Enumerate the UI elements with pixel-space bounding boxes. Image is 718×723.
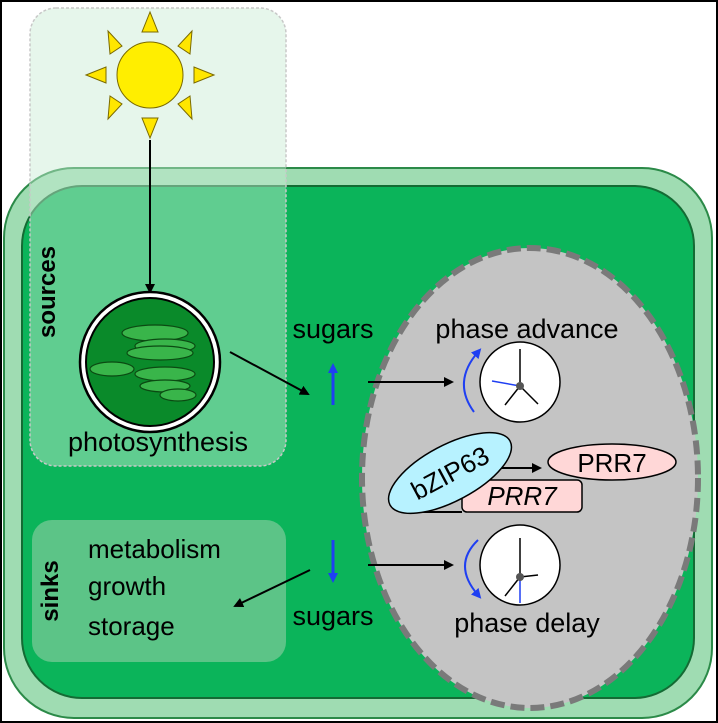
clock-icon [464, 524, 561, 606]
phase-advance-label: phase advance [435, 314, 618, 344]
sources-label: sources [34, 246, 61, 338]
sugars-to-sinks-arrow [233, 569, 311, 608]
sinks-box [32, 520, 286, 662]
prr7-gene-label: PRR7 [487, 481, 558, 511]
growth-label: growth [88, 571, 166, 601]
chloroplast-icon [78, 290, 222, 434]
phase-delay-label: phase delay [454, 608, 600, 638]
prr7-protein-label: PRR7 [577, 448, 646, 478]
nucleus [359, 245, 701, 711]
photosynthesis-label: photosynthesis [68, 427, 248, 457]
sinks-label: sinks [37, 560, 64, 621]
chloroplast-to-sugars-arrow [229, 351, 310, 395]
sugars-up-label: sugars [292, 314, 373, 344]
prr7-protein [547, 443, 677, 481]
clock-icon [462, 341, 561, 423]
storage-label: storage [88, 611, 175, 641]
sugars-down-label: sugars [292, 601, 373, 631]
sun-icon [84, 10, 216, 140]
metabolism-label: metabolism [88, 534, 221, 564]
